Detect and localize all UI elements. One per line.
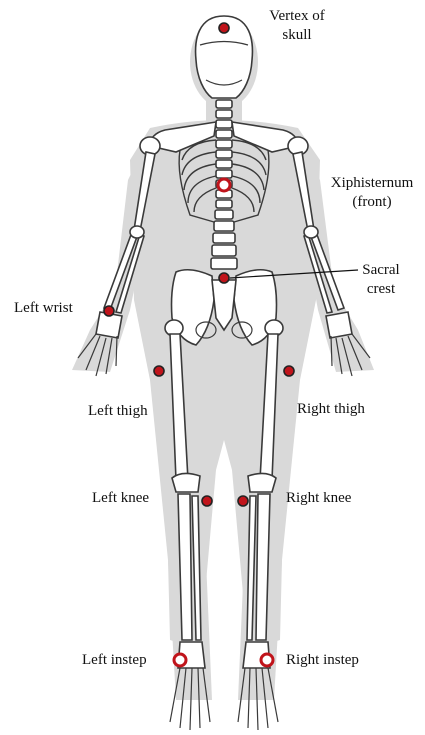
label-vertex-of-skull: Vertex of skull	[252, 7, 342, 45]
left-instep-marker	[174, 654, 186, 666]
label-right-thigh: Right thigh	[297, 400, 365, 419]
right-thigh-marker	[284, 366, 294, 376]
label-vertex-line-1: Vertex of	[252, 7, 342, 26]
label-left-instep: Left instep	[82, 651, 147, 670]
label-vertex-line-2: skull	[252, 26, 342, 45]
label-left-thigh: Left thigh	[88, 402, 148, 421]
label-sacral-line-2: crest	[350, 280, 412, 299]
right-instep-marker	[261, 654, 273, 666]
label-left-knee: Left knee	[92, 489, 149, 508]
label-right-instep: Right instep	[286, 651, 359, 670]
label-sacral-line-1: Sacral	[350, 261, 412, 280]
sacral-crest-marker	[219, 273, 229, 283]
vertex-of-skull-marker	[219, 23, 229, 33]
label-xiphisternum-line-2: (front)	[322, 193, 422, 212]
label-sacral-crest: Sacral crest	[350, 261, 412, 299]
label-xiphisternum-line-1: Xiphisternum	[322, 174, 422, 193]
label-left-wrist: Left wrist	[14, 299, 73, 318]
left-wrist-marker	[104, 306, 114, 316]
xiphisternum-marker	[218, 179, 230, 191]
left-thigh-marker	[154, 366, 164, 376]
label-right-knee: Right knee	[286, 489, 351, 508]
right-knee-marker	[238, 496, 248, 506]
label-xiphisternum: Xiphisternum (front)	[322, 174, 422, 212]
left-knee-marker	[202, 496, 212, 506]
